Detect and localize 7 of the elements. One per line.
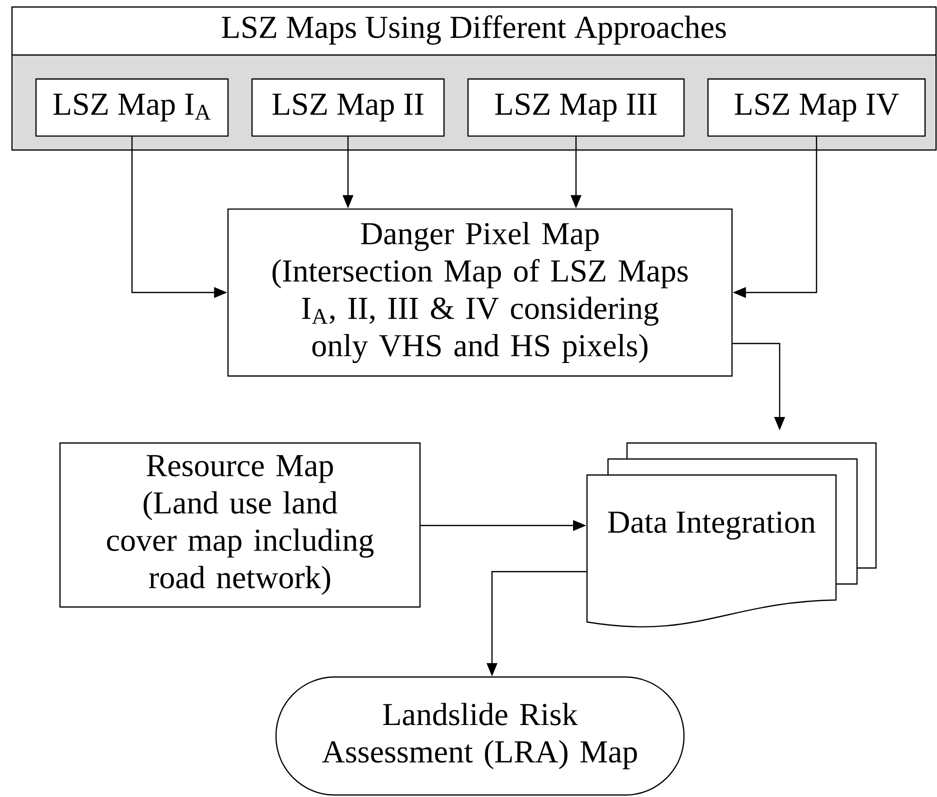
process-box: LSZ Map III xyxy=(467,78,685,137)
process-box: Resource Map (Land use land cover map including road network) xyxy=(59,442,421,608)
process-box: LSZ Map II xyxy=(251,78,445,137)
document-stack: Data Integration xyxy=(586,442,877,628)
process-box: LSZ Map I$_{A}$ xyxy=(35,78,229,137)
process-box: LSZ Map IV xyxy=(707,78,926,137)
process-box: Danger Pixel Map (Intersection Map of LSZ Maps I$_{A}$, II, III & IV considering only VHS and HS pixels) xyxy=(227,208,733,377)
